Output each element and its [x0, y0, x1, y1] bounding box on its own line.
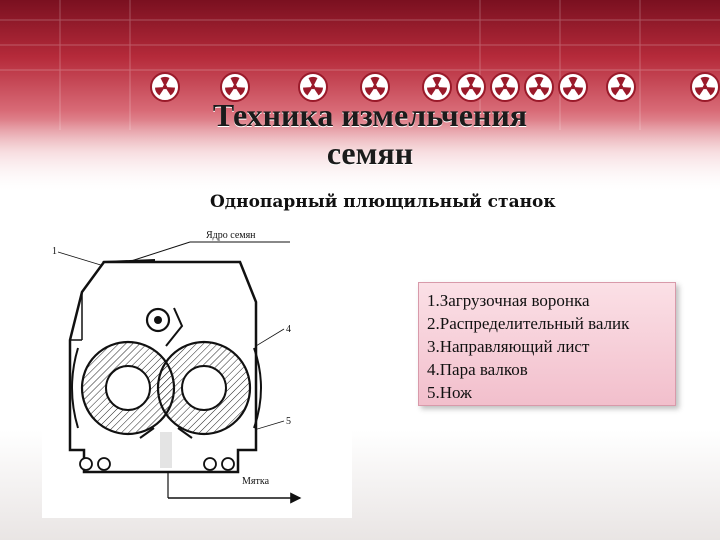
radiation-hazard-icon — [422, 72, 452, 102]
callout-4: 4 — [286, 324, 291, 335]
diagram-label-kernel: Ядро семян — [206, 230, 256, 241]
title-line-2: семян — [326, 135, 414, 171]
slide-subtitle: Однопарный плющильный станок — [210, 192, 556, 212]
radiation-hazard-icon — [360, 72, 390, 102]
radiation-hazard-icon — [298, 72, 328, 102]
banner-fade — [0, 120, 720, 200]
diagram-label-output: Мятка — [242, 476, 270, 487]
callout-5: 5 — [286, 416, 291, 427]
mill-diagram: Ядро семян 1 2 3 4 5 — [42, 222, 352, 518]
legend-item-knife: 5.Нож — [427, 383, 472, 402]
callout-1: 1 — [52, 246, 57, 257]
banner-grid-decoration — [0, 0, 720, 130]
radiation-hazard-icon — [490, 72, 520, 102]
radiation-hazard-icon — [456, 72, 486, 102]
radiation-hazard-icon — [220, 72, 250, 102]
title-line-1: Техника измельчения — [212, 97, 528, 133]
mill-diagram-drawing: Ядро семян 1 2 3 4 5 — [52, 230, 302, 504]
radiation-hazard-icon — [690, 72, 720, 102]
legend-item-hopper: 1.Загрузочная воронка — [427, 291, 590, 310]
slide-title: Техника измельчения семян — [160, 96, 580, 172]
radiation-hazard-icon — [150, 72, 180, 102]
radiation-hazard-icon — [606, 72, 636, 102]
legend-item-distribution-roll: 2.Распределительный валик — [427, 314, 630, 333]
legend-box: 1.Загрузочная воронка 2.Распределительны… — [418, 282, 676, 406]
legend-item-guide-plate: 3.Направляющий лист — [427, 337, 590, 356]
radiation-hazard-icon — [558, 72, 588, 102]
radiation-hazard-icon — [524, 72, 554, 102]
legend-item-roll-pair: 4.Пара валков — [427, 360, 528, 379]
